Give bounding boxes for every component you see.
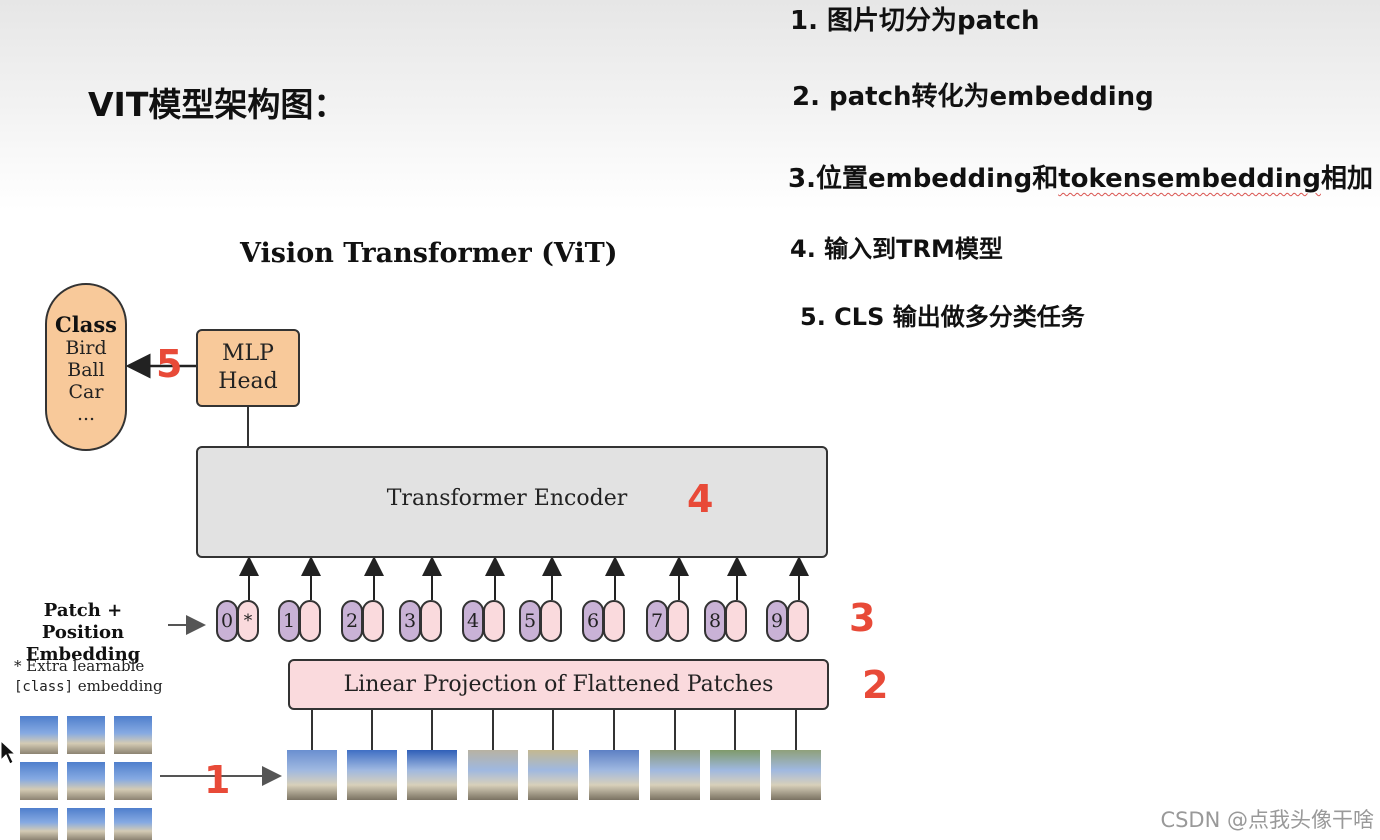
- image-patch-2: [347, 750, 397, 800]
- token-1: 1: [278, 600, 322, 642]
- step-4: 4. 输入到TRM模型: [790, 235, 1003, 263]
- token-9: 9: [766, 600, 810, 642]
- step-3: 3.位置embedding和tokensembedding相加: [788, 158, 1373, 195]
- token-0: 0*: [216, 600, 260, 642]
- mouse-cursor-icon: [0, 740, 16, 765]
- token-embedding-7: [667, 600, 689, 642]
- token-embedding-8: [725, 600, 747, 642]
- token-position-5: 5: [519, 600, 541, 642]
- token-position-9: 9: [766, 600, 788, 642]
- extra-note-line2: [class] embedding: [14, 676, 163, 697]
- step-2: 2. patch转化为embedding: [792, 82, 1154, 112]
- token-position-4: 4: [462, 600, 484, 642]
- grid-cell-8: [67, 808, 105, 840]
- image-patch-1: [287, 750, 337, 800]
- patch-position-line1: Patch + Position: [41, 600, 125, 643]
- diagram-title: Vision Transformer (ViT): [240, 238, 618, 269]
- patch-position-line2: Embedding: [25, 644, 141, 665]
- annotation-3: 3: [849, 596, 876, 640]
- grid-cell-6: [114, 762, 152, 800]
- transformer-encoder-box: Transformer Encoder: [196, 446, 828, 558]
- patch-position-label: Patch + Position Embedding: [4, 600, 162, 666]
- grid-cell-3: [114, 716, 152, 754]
- image-patch-4: [468, 750, 518, 800]
- token-position-3: 3: [399, 600, 421, 642]
- step-3-part-3: 相加: [1320, 164, 1373, 194]
- token-5: 5: [519, 600, 563, 642]
- token-embedding-3: [420, 600, 442, 642]
- token-position-1: 1: [278, 600, 300, 642]
- token-embedding-5: [540, 600, 562, 642]
- class-title: Class: [55, 312, 117, 337]
- image-patch-6: [589, 750, 639, 800]
- token-8: 8: [704, 600, 748, 642]
- token-6: 6: [582, 600, 626, 642]
- mlp-head-line1: MLP: [222, 341, 274, 366]
- token-position-0: 0: [216, 600, 238, 642]
- extra-note-rest: embedding: [73, 677, 163, 695]
- annotation-1: 1: [204, 758, 231, 802]
- extra-learnable-note: * Extra learnable [class] embedding: [14, 656, 163, 697]
- step-3-part-2-spellcheck: tokensembedding: [1058, 164, 1321, 194]
- token-position-6: 6: [582, 600, 604, 642]
- grid-cell-4: [20, 762, 58, 800]
- slide-title: VIT模型架构图：: [88, 85, 347, 124]
- class-output-box: Class Bird Ball Car ...: [45, 283, 127, 451]
- encoder-label: Transformer Encoder: [386, 486, 628, 511]
- step-5: 5. CLS 输出做多分类任务: [800, 303, 1085, 331]
- class-item-bird: Bird: [65, 337, 107, 359]
- token-position-7: 7: [646, 600, 668, 642]
- token-7: 7: [646, 600, 690, 642]
- step-1: 1. 图片切分为patch: [790, 6, 1040, 36]
- token-embedding-2: [362, 600, 384, 642]
- token-2: 2: [341, 600, 385, 642]
- token-3: 3: [399, 600, 443, 642]
- annotation-2: 2: [862, 663, 889, 707]
- token-embedding-4: [483, 600, 505, 642]
- annotation-4: 4: [687, 477, 714, 521]
- token-embedding-6: [603, 600, 625, 642]
- token-4: 4: [462, 600, 506, 642]
- class-item-car: Car: [68, 381, 104, 403]
- image-patch-8: [710, 750, 760, 800]
- image-patch-9: [771, 750, 821, 800]
- linear-projection-box: Linear Projection of Flattened Patches: [288, 659, 829, 710]
- class-item-ball: Ball: [67, 359, 105, 381]
- grid-cell-2: [67, 716, 105, 754]
- token-position-8: 8: [704, 600, 726, 642]
- mlp-head-line2: Head: [218, 369, 278, 394]
- image-patch-3: [407, 750, 457, 800]
- token-embedding-9: [787, 600, 809, 642]
- grid-cell-5: [67, 762, 105, 800]
- grid-cell-7: [20, 808, 58, 840]
- class-item-ellipsis: ...: [76, 403, 96, 425]
- step-3-part-1: 3.位置embedding和: [788, 164, 1059, 194]
- image-patch-7: [650, 750, 700, 800]
- token-embedding-1: [299, 600, 321, 642]
- image-patch-5: [528, 750, 578, 800]
- grid-cell-9: [114, 808, 152, 840]
- annotation-5: 5: [156, 342, 183, 386]
- mlp-head-box: MLP Head: [196, 329, 300, 407]
- extra-note-line1: * Extra learnable: [14, 657, 145, 675]
- extra-note-code: [class]: [14, 679, 74, 695]
- watermark: CSDN @点我头像干啥: [1160, 808, 1374, 832]
- token-position-2: 2: [341, 600, 363, 642]
- grid-cell-1: [20, 716, 58, 754]
- token-embedding-0: *: [237, 600, 259, 642]
